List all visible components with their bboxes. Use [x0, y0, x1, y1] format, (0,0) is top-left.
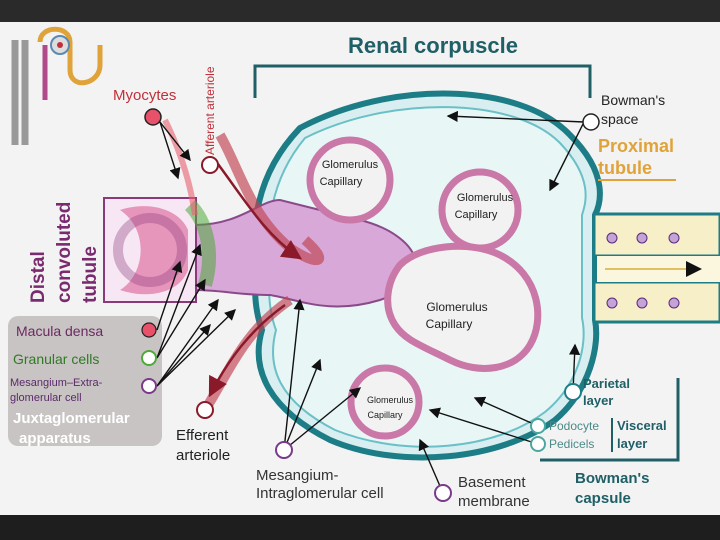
mesangium-extra-label-1: Mesangium–Extra-	[10, 377, 103, 389]
pedicels-label: Pedicels	[549, 437, 594, 451]
mesangium-intra-label-1: Mesangium-	[256, 467, 339, 484]
macula-densa-label: Macula densa	[16, 323, 103, 339]
distal-tubule-shape	[103, 197, 217, 303]
myocytes-strand	[162, 118, 198, 216]
renal-corpuscle-bracket	[253, 64, 592, 98]
glomerulus-capillary-3-line-1: Glomerulus	[426, 300, 487, 314]
efferent-arteriole-marker	[196, 401, 214, 419]
distal-tubule-label-3: tubule	[80, 246, 101, 303]
bowmans-capsule-label-2: capsule	[575, 490, 631, 507]
bowmans-space-label-1: Bowman's	[601, 92, 665, 108]
parietal-layer-label-2: layer	[583, 393, 613, 408]
podocyte-label: Podocyte	[549, 419, 599, 433]
bowmans-capsule-bracket	[540, 378, 680, 462]
bowmans-capsule-label-1: Bowman's	[575, 470, 649, 487]
basement-membrane-label-2: membrane	[458, 493, 530, 510]
visceral-layer-label-2: layer	[617, 436, 647, 451]
proximal-tubule-label-1: Proximal	[598, 136, 674, 156]
granular-cells-marker	[141, 350, 157, 366]
mesangium-extra-marker	[141, 378, 157, 394]
vascular-pole-shape	[194, 132, 418, 413]
juxtaglomerular-label-2: apparatus	[19, 430, 91, 447]
glomerulus-capillary-1-line-2: Capillary	[320, 176, 363, 188]
mesangium-intra-label-2: Intraglomerular cell	[256, 485, 384, 502]
top-bar	[0, 0, 720, 22]
glomerulus-capillary-2-line-2: Capillary	[455, 209, 498, 221]
mesangium-extra-label-2: glomerular cell	[10, 392, 82, 404]
pedicels-marker	[530, 436, 546, 452]
bottom-bar	[0, 515, 720, 540]
visceral-layer-label-1: Visceral	[617, 418, 667, 433]
nephron-thumbnail-icon	[11, 26, 103, 145]
granular-cells-label: Granular cells	[13, 351, 99, 367]
juxtaglomerular-box	[8, 316, 162, 446]
podocyte-marker	[530, 418, 546, 434]
leader-lines	[156, 110, 585, 494]
efferent-arteriole-label-1: Efferent	[176, 427, 229, 444]
diagram-title: Renal corpuscle	[348, 33, 518, 58]
afferent-arteriole-label: Afferent arteriole	[203, 66, 217, 155]
proximal-tubule-label-2: tubule	[598, 158, 652, 178]
macula-densa-marker	[141, 322, 157, 338]
distal-tubule-label-1: Distal	[28, 251, 49, 303]
efferent-arteriole-label-2: arteriole	[176, 447, 230, 464]
bowmans-space-marker	[582, 113, 600, 131]
distal-tubule-label-2: convoluted	[54, 202, 75, 303]
myocytes-label: Myocytes	[113, 87, 176, 104]
juxtaglomerular-label-1: Juxtaglomerular	[13, 410, 130, 427]
glomerulus-capillary-3-line-2: Capillary	[426, 317, 473, 331]
glomerulus-capillary-4-line-2: Capillary	[367, 410, 403, 420]
bowmans-space-label-2: space	[601, 111, 639, 127]
proximal-tubule-shape	[592, 212, 720, 324]
glomerulus-capillary-loops	[306, 136, 542, 440]
parietal-layer-label-1: Parietal	[583, 376, 630, 391]
glomerulus-capillary-1-line-1: Glomerulus	[322, 159, 379, 171]
mesangium-intra-marker	[275, 441, 293, 459]
basement-membrane-marker	[434, 484, 452, 502]
parietal-layer-marker	[564, 383, 582, 401]
myocytes-marker	[144, 108, 162, 126]
afferent-arteriole-marker	[201, 156, 219, 174]
glomerulus-capillary-2-line-1: Glomerulus	[457, 192, 514, 204]
basement-membrane-label-1: Basement	[458, 474, 526, 491]
glomerulus-capillary-4-line-1: Glomerulus	[367, 395, 414, 405]
